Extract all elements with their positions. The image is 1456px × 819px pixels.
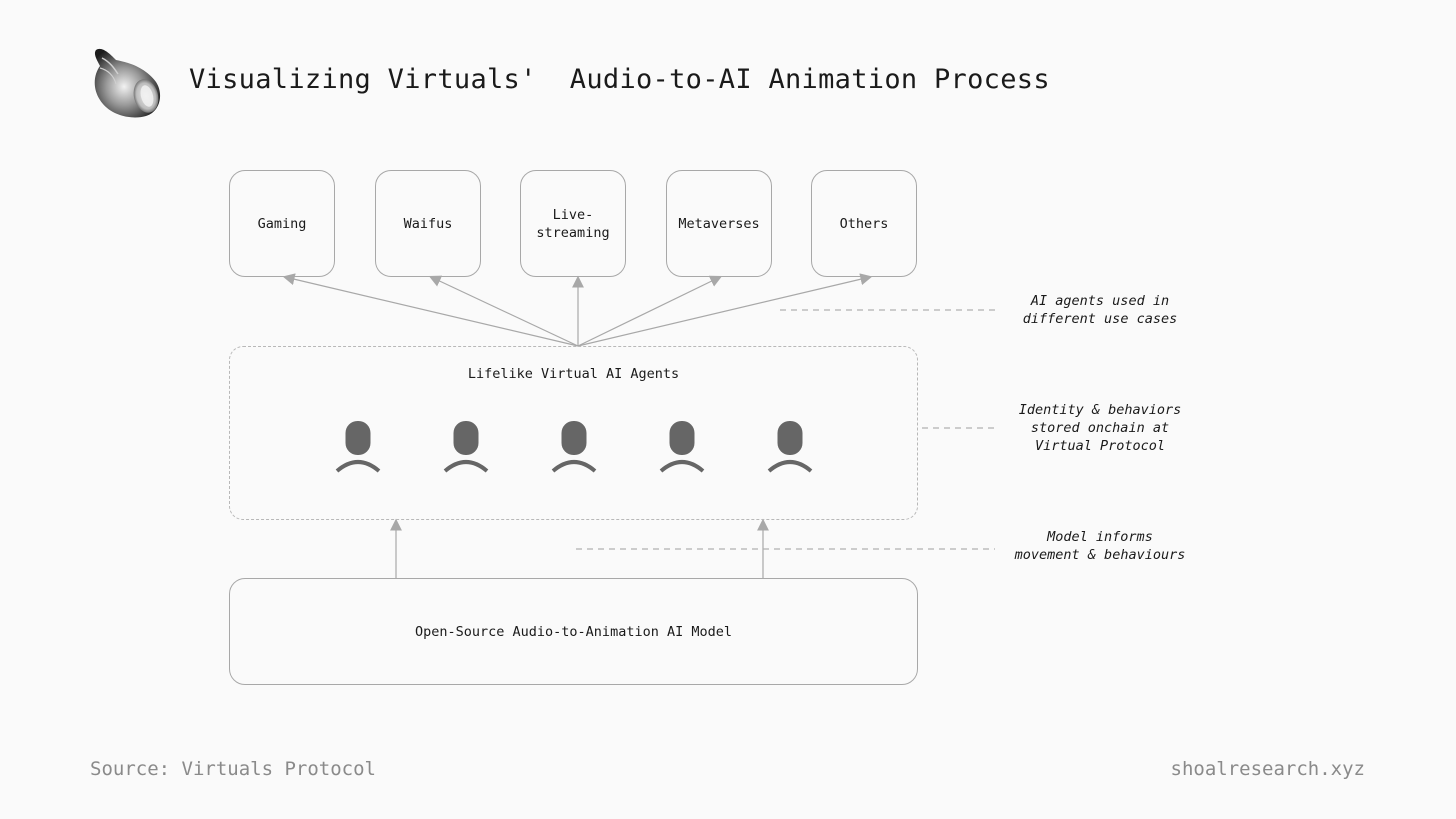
note-identity: Identity & behaviors stored onchain at V… <box>1018 402 1182 454</box>
arrow-to-metaverses <box>577 275 723 347</box>
use-case-gaming: Gaming <box>229 170 335 277</box>
source-credit: Source: Virtuals Protocol <box>90 758 376 780</box>
use-case-metaverses: Metaverses <box>666 170 772 277</box>
agents-title: Lifelike Virtual AI Agents <box>467 366 680 382</box>
site-url: shoalresearch.xyz <box>1170 758 1365 780</box>
arrow-to-others <box>577 273 873 347</box>
note-model: Model informs movement & behaviours <box>1014 529 1186 563</box>
arrow-to-waifus <box>428 275 579 347</box>
note-use-cases: AI agents used in different use cases <box>1022 293 1178 327</box>
use-case-waifus: Waifus <box>375 170 481 277</box>
model-box: Open-Source Audio-to-Animation AI Model <box>229 578 918 685</box>
agents-container: Lifelike Virtual AI Agents <box>229 346 918 520</box>
arrow-to-gaming <box>282 273 579 347</box>
page-title: Visualizing Virtuals' Audio-to-AI Animat… <box>189 64 1050 95</box>
model-label: Open-Source Audio-to-Animation AI Model <box>415 623 732 640</box>
use-case-others: Others <box>811 170 917 277</box>
use-case-livestreaming: Live- streaming <box>520 170 626 277</box>
seashell-icon <box>94 48 161 118</box>
